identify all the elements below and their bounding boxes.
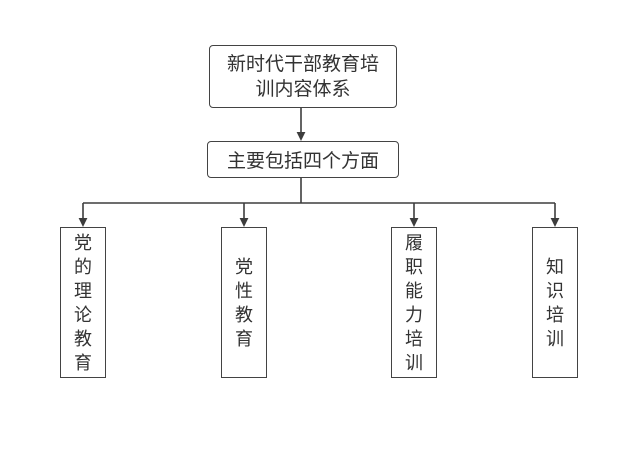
root-node: 新时代干部教育培训内容体系	[209, 45, 397, 108]
branch-node-label: 履职能力培训	[404, 232, 423, 373]
branch-node-label: 知识培训	[545, 256, 564, 349]
branch-node-label: 党性教育	[234, 256, 253, 349]
branch-node-party-spirit-education: 党性教育	[221, 227, 267, 378]
branch-node-party-theory-education: 党的理论教育	[60, 227, 106, 378]
summary-node-label: 主要包括四个方面	[226, 151, 379, 172]
branch-node-knowledge-training: 知识培训	[532, 227, 578, 378]
branch-node-label: 党的理论教育	[73, 232, 92, 373]
summary-node: 主要包括四个方面	[207, 141, 399, 178]
branch-node-duty-ability-training: 履职能力培训	[391, 227, 437, 378]
root-node-label: 新时代干部教育培训内容体系	[226, 53, 379, 100]
